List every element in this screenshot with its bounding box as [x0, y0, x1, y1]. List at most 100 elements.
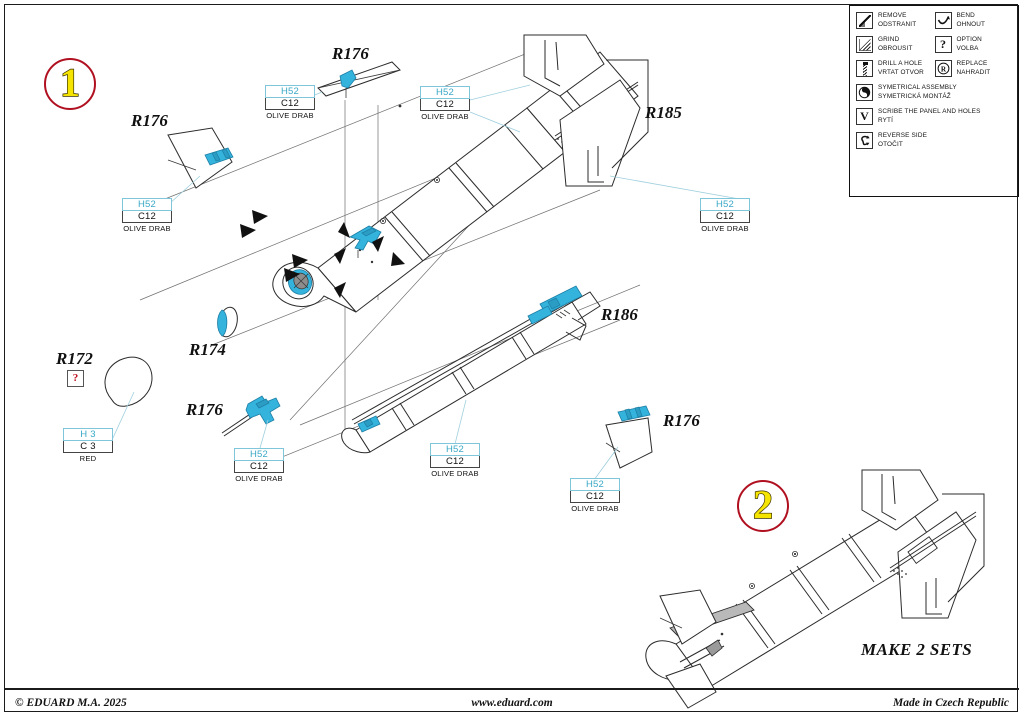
paint-color-name: OLIVE DRAB: [701, 224, 749, 233]
missile-body-step1: [272, 104, 566, 313]
step-badge-number: 1: [59, 59, 80, 105]
paint-code-h: H52: [265, 85, 315, 98]
symmetry-icon: [856, 84, 873, 101]
legend-item-grind: GRIND OBROUSIT: [856, 36, 935, 53]
legend-label-cz: VRTAT OTVOR: [878, 68, 924, 76]
scribe-icon: V: [856, 108, 873, 125]
paint-code-h: H52: [420, 86, 470, 99]
r186-rail-assembly: [341, 285, 601, 454]
legend-label-en: GRIND: [878, 36, 900, 44]
paint-callout-body-upper: H52 C12 OLIVE DRAB: [420, 86, 470, 121]
paint-code-h: H52: [700, 198, 750, 211]
legend-item-remove: REMOVE ODSTRANIT: [856, 12, 935, 29]
paint-callout-r185: H52 C12 OLIVE DRAB: [700, 198, 750, 233]
paint-code-c: C 3: [63, 441, 113, 453]
option-marker-r172: ?: [67, 370, 84, 387]
legend-item-option: ? OPTION VOLBA: [934, 36, 1014, 53]
paint-callout-r172: H 3 C 3 RED: [63, 428, 113, 463]
legend-label-en: REPLACE: [956, 60, 988, 68]
legend-item-reverse: REVERSE SIDE OTOČIT: [856, 132, 1013, 149]
legend-item-bend: BEND OHNOUT: [934, 12, 1014, 29]
footer-origin: Made in Czech Republic: [893, 697, 1009, 709]
paint-code-h: H52: [234, 448, 284, 461]
legend-label-en: OPTION: [956, 36, 982, 44]
legend-label-en: REVERSE SIDE: [878, 132, 928, 140]
paint-callout-r176-lower-left: H52 C12 OLIVE DRAB: [234, 448, 284, 483]
paint-color-name: OLIVE DRAB: [235, 474, 283, 483]
paint-color-name: OLIVE DRAB: [431, 469, 479, 478]
legend-label-en: SYMETRICAL ASSEMBLY: [878, 84, 957, 92]
question-icon: ?: [934, 36, 952, 53]
part-label-r172: R172: [56, 349, 93, 368]
legend-label-cz: RYTÍ: [878, 116, 894, 124]
r176-fin-lowerleft: [221, 395, 281, 437]
legend-label-cz: OTOČIT: [878, 140, 903, 148]
paint-code-h: H 3: [63, 428, 113, 441]
knife-icon: [856, 12, 873, 29]
legend-label-cz: VOLBA: [956, 44, 979, 52]
legend-item-scribe: V SCRIBE THE PANEL AND HOLES RYTÍ: [856, 108, 1013, 125]
r185-tail-assembly: [523, 34, 649, 187]
make-sets-note: MAKE 2 SETS: [861, 640, 973, 659]
paint-color-name: RED: [79, 454, 97, 463]
paint-color-name: OLIVE DRAB: [123, 224, 171, 233]
part-label-r174: R174: [189, 340, 226, 359]
paint-color-name: OLIVE DRAB: [421, 112, 469, 121]
part-label-r176-lower-right: R176: [663, 411, 700, 430]
paint-code-h: H52: [122, 198, 172, 211]
legend-label-cz: SYMETRICKÁ MONTÁŽ: [878, 92, 951, 100]
paint-color-name: OLIVE DRAB: [266, 111, 314, 120]
paint-callout-r176-lower-right: H52 C12 OLIVE DRAB: [570, 478, 620, 513]
legend-item-drill: DRILL A HOLE VRTAT OTVOR: [856, 60, 935, 77]
r174-ring: [217, 306, 238, 338]
legend-label-en: BEND: [956, 12, 975, 20]
legend-label-en: DRILL A HOLE: [878, 60, 923, 68]
footer-copyright: © EDUARD M.A. 2025: [15, 697, 127, 709]
r176-fin-upperleft: [167, 127, 234, 189]
page-footer: © EDUARD M.A. 2025 www.eduard.com Made i…: [5, 689, 1019, 717]
paint-code-c: C12: [122, 211, 172, 223]
step-badge-2: 2: [737, 480, 789, 532]
part-label-r185: R185: [645, 103, 682, 122]
grind-icon: [856, 36, 873, 53]
footer-divider: [5, 688, 1019, 690]
part-label-r186: R186: [601, 305, 638, 324]
pe-fin-midbody: [348, 225, 382, 258]
paint-code-h: H52: [570, 478, 620, 491]
legend-label-cz: OHNOUT: [956, 20, 986, 28]
paint-code-c: C12: [430, 456, 480, 468]
paint-code-c: C12: [700, 211, 750, 223]
part-label-r176-top: R176: [332, 44, 369, 63]
legend-item-symmetrical: SYMETRICAL ASSEMBLY SYMETRICKÁ MONTÁŽ: [856, 84, 1013, 101]
legend-label-cz: ODSTRANIT: [878, 20, 917, 28]
replace-icon: R: [934, 60, 952, 77]
step-badge-ring: [737, 480, 789, 532]
symbol-legend-box: REMOVE ODSTRANIT BEND OHNOUT: [849, 5, 1019, 197]
step-badge-1: 1: [44, 58, 96, 110]
r176-fin-top: [317, 61, 401, 98]
paint-code-c: C12: [234, 461, 284, 473]
paint-color-name: OLIVE DRAB: [571, 504, 619, 513]
reverse-icon: [856, 132, 873, 149]
part-label-r176-left: R176: [131, 111, 168, 130]
bend-icon: [934, 12, 952, 29]
paint-code-c: C12: [570, 491, 620, 503]
paint-callout-r176-left: H52 C12 OLIVE DRAB: [122, 198, 172, 233]
legend-label-cz: NAHRADIT: [956, 68, 991, 76]
svg-text:R: R: [940, 65, 946, 73]
step-badge-number: 2: [752, 481, 773, 527]
step1-main-missile: [104, 34, 746, 481]
legend-item-replace: R REPLACE NAHRADIT: [934, 60, 1014, 77]
r176-fin-lowerright: [605, 405, 653, 469]
paint-code-c: C12: [265, 98, 315, 110]
step2-assembled-missile: [645, 469, 985, 709]
r172-nose-cap: [104, 356, 153, 407]
step-badge-ring: [44, 58, 96, 110]
paint-callout-r176-top: H52 C12 OLIVE DRAB: [265, 85, 315, 120]
paint-code-h: H52: [430, 443, 480, 456]
legend-label-en: SCRIBE THE PANEL AND HOLES: [878, 108, 981, 116]
footer-website[interactable]: www.eduard.com: [471, 697, 553, 709]
legend-label-en: REMOVE: [878, 12, 907, 20]
